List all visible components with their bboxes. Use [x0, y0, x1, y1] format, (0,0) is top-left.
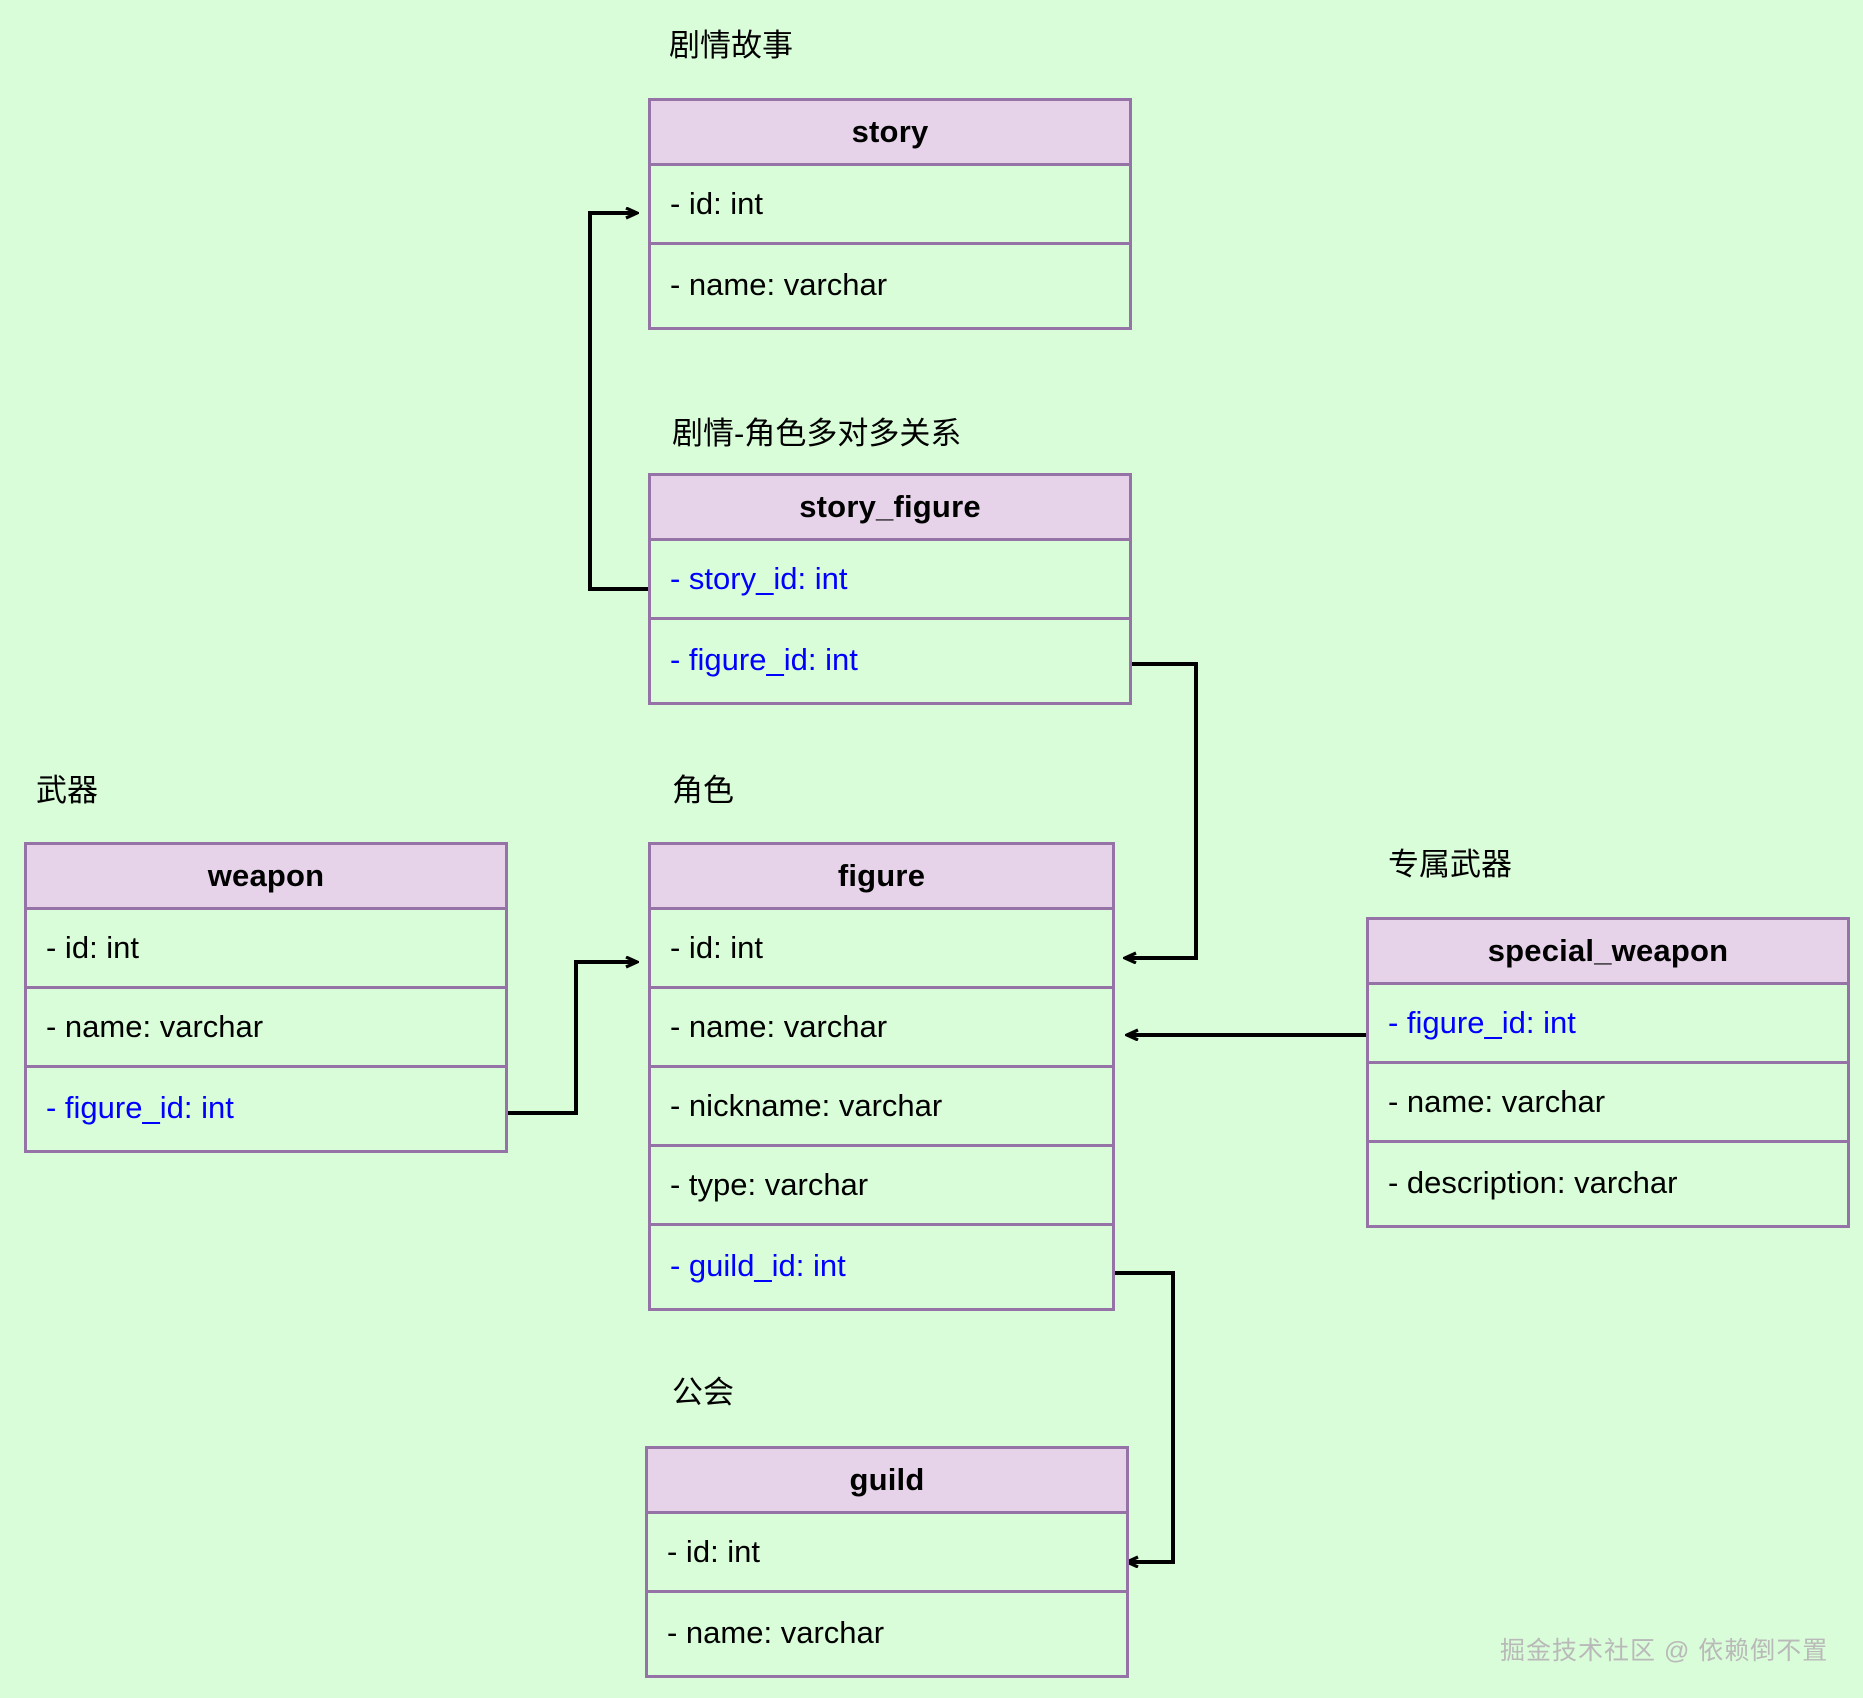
entity-figure[interactable]: figure - id: int - name: varchar - nickn… [648, 842, 1115, 1311]
entity-special-weapon-title: special_weapon [1369, 920, 1847, 985]
caption-story-figure: 剧情-角色多对多关系 [672, 416, 962, 451]
caption-special-weapon: 专属武器 [1388, 847, 1512, 882]
entity-weapon-field-id: - id: int [27, 910, 505, 989]
entity-guild[interactable]: guild - id: int - name: varchar [645, 1446, 1129, 1678]
relation-storyfigure-figure [1125, 662, 1198, 958]
entity-figure-field-guild-id: - guild_id: int [670, 1247, 846, 1283]
entity-special-weapon-field-name: - name: varchar [1369, 1064, 1847, 1143]
caption-story: 剧情故事 [669, 28, 793, 63]
entity-weapon-title: weapon [27, 845, 505, 910]
entity-guild-field-id: - id: int [648, 1514, 1126, 1593]
relation-storyfigure-story [588, 213, 651, 591]
entity-special-weapon-field-description: - description: varchar [1388, 1164, 1678, 1200]
entity-figure-field-type: - type: varchar [651, 1147, 1112, 1226]
entity-story-title: story [651, 101, 1129, 166]
caption-figure: 角色 [672, 773, 734, 808]
caption-weapon: 武器 [36, 773, 98, 808]
entity-story-figure[interactable]: story_figure - story_id: int - figure_id… [648, 473, 1132, 705]
entity-story-field-name: - name: varchar [670, 266, 888, 302]
entity-story-figure-field-story-id: - story_id: int [651, 541, 1129, 620]
entity-figure-field-name: - name: varchar [651, 989, 1112, 1068]
entity-weapon-field-name: - name: varchar [27, 989, 505, 1068]
entity-guild-title: guild [648, 1449, 1126, 1514]
entity-weapon-field-figure-id: - figure_id: int [46, 1089, 234, 1125]
entity-story-figure-title: story_figure [651, 476, 1129, 541]
entity-story-figure-field-figure-id: - figure_id: int [670, 641, 858, 677]
relation-weapon-figure [508, 962, 637, 1115]
entity-figure-title: figure [651, 845, 1112, 910]
entity-figure-field-nickname: - nickname: varchar [651, 1068, 1112, 1147]
caption-guild: 公会 [672, 1375, 734, 1410]
entity-weapon[interactable]: weapon - id: int - name: varchar - figur… [24, 842, 508, 1153]
entity-story[interactable]: story - id: int - name: varchar [648, 98, 1132, 330]
entity-story-field-id: - id: int [651, 166, 1129, 245]
entity-special-weapon[interactable]: special_weapon - figure_id: int - name: … [1366, 917, 1850, 1228]
entity-special-weapon-field-figure-id: - figure_id: int [1369, 985, 1847, 1064]
entity-figure-field-id: - id: int [651, 910, 1112, 989]
watermark: 掘金技术社区 @ 依赖倒不置 [1500, 1637, 1829, 1665]
entity-guild-field-name: - name: varchar [667, 1614, 885, 1650]
